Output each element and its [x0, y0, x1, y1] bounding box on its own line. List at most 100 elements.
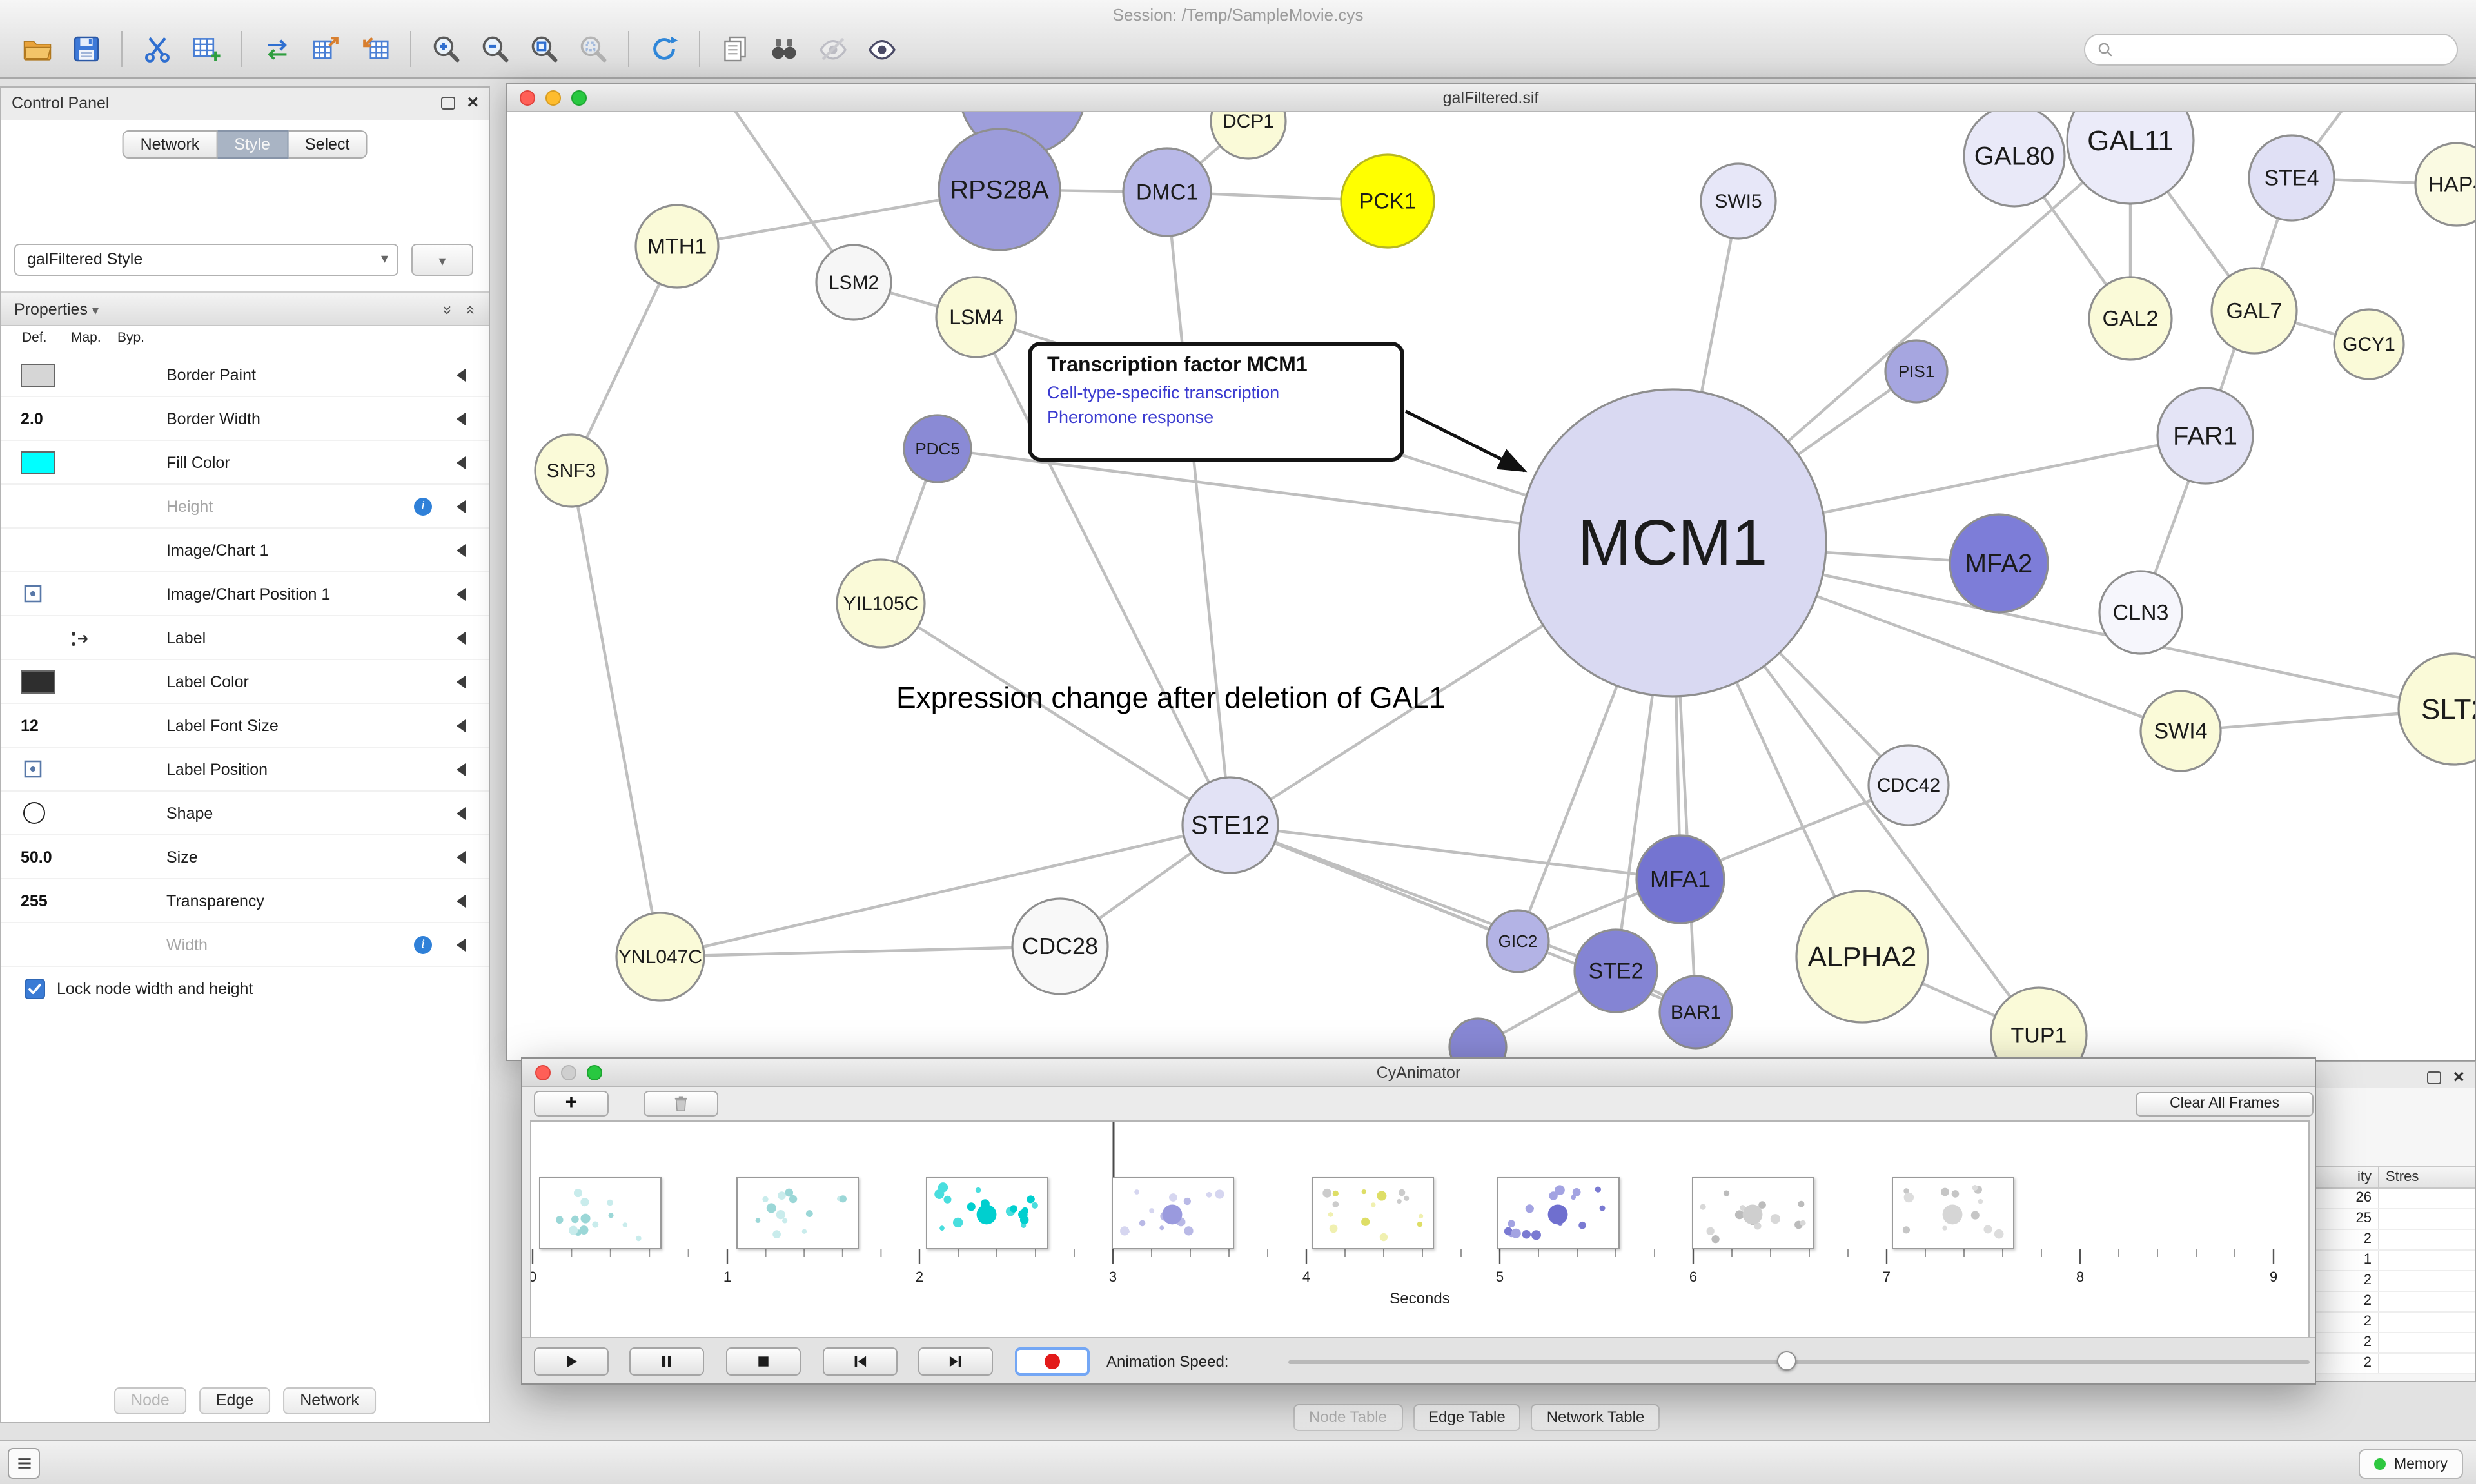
- network-node-ste4[interactable]: [2248, 134, 2335, 222]
- slider-thumb[interactable]: [1777, 1351, 1796, 1371]
- tab-select[interactable]: Select: [288, 130, 368, 159]
- record-button[interactable]: [1015, 1347, 1090, 1376]
- float-panel-icon[interactable]: [2427, 1071, 2442, 1084]
- network-node-gal2[interactable]: [2088, 276, 2173, 361]
- property-row-label-color[interactable]: Label Color: [1, 660, 489, 704]
- table-row[interactable]: 1: [2297, 1251, 2475, 1271]
- default-value[interactable]: 12: [21, 717, 39, 735]
- network-node-far1[interactable]: [2156, 387, 2254, 485]
- add-frame-button[interactable]: +: [534, 1091, 609, 1117]
- network-node-rps28a[interactable]: [938, 128, 1061, 251]
- expand-arrow-icon[interactable]: [457, 895, 466, 908]
- expand-arrow-icon[interactable]: [457, 763, 466, 776]
- zoom-selected-icon[interactable]: [574, 30, 613, 68]
- table-row[interactable]: 2: [2297, 1313, 2475, 1333]
- stop-button[interactable]: [726, 1347, 801, 1376]
- property-row-label[interactable]: Label: [1, 616, 489, 660]
- memory-button[interactable]: Memory: [2359, 1449, 2463, 1479]
- info-icon[interactable]: i: [414, 498, 432, 516]
- frame-thumbnail-7[interactable]: [1692, 1177, 1814, 1249]
- import-table-icon[interactable]: [187, 30, 226, 68]
- ellipse-shape-icon[interactable]: [23, 802, 45, 824]
- network-node-gal7[interactable]: [2210, 267, 2298, 355]
- column-header[interactable]: ity: [2297, 1167, 2379, 1187]
- animation-speed-slider[interactable]: [1288, 1338, 2310, 1385]
- network-window-titlebar[interactable]: galFiltered.sif: [507, 84, 2475, 112]
- table-row[interactable]: 2: [2297, 1292, 2475, 1313]
- export-table-icon[interactable]: [356, 30, 395, 68]
- network-node-yil105c[interactable]: [836, 558, 926, 649]
- refresh-icon[interactable]: [645, 30, 683, 68]
- minimize-button[interactable]: [545, 90, 561, 106]
- property-row-label-position[interactable]: Label Position: [1, 748, 489, 792]
- tab-node-style[interactable]: Node: [114, 1387, 186, 1414]
- tab-network[interactable]: Network: [122, 130, 218, 159]
- expand-arrow-icon[interactable]: [457, 851, 466, 864]
- expand-arrow-icon[interactable]: [457, 369, 466, 382]
- style-selector[interactable]: galFiltered Style ▾: [14, 244, 398, 276]
- timeline-panel[interactable]: 0123456789 Seconds: [530, 1120, 2310, 1342]
- network-node-mfa1[interactable]: [1635, 834, 1725, 924]
- tab-network-table[interactable]: Network Table: [1531, 1404, 1660, 1431]
- open-session-icon[interactable]: [18, 30, 57, 68]
- tab-node-table[interactable]: Node Table: [1293, 1404, 1402, 1431]
- property-row-border-paint[interactable]: Border Paint: [1, 353, 489, 397]
- network-node-mfa2[interactable]: [1949, 513, 2049, 614]
- network-node-node1[interactable]: [1448, 1017, 1508, 1060]
- network-node-pis1[interactable]: [1884, 339, 1949, 404]
- save-session-icon[interactable]: [67, 30, 106, 68]
- table-row[interactable]: 2: [2297, 1230, 2475, 1251]
- hide-selected-icon[interactable]: [814, 30, 852, 68]
- annotations-icon[interactable]: [716, 30, 754, 68]
- frame-thumbnail-3[interactable]: [926, 1177, 1048, 1249]
- expand-arrow-icon[interactable]: [457, 544, 466, 557]
- zoom-button[interactable]: [587, 1065, 602, 1080]
- zoom-fit-icon[interactable]: [525, 30, 564, 68]
- expand-arrow-icon[interactable]: [457, 632, 466, 645]
- network-node-pck1[interactable]: [1340, 153, 1435, 249]
- property-row-fill-color[interactable]: Fill Color: [1, 441, 489, 485]
- position-icon[interactable]: [23, 584, 43, 610]
- close-panel-icon[interactable]: ×: [2453, 1066, 2464, 1088]
- tab-edge-style[interactable]: Edge: [199, 1387, 271, 1414]
- network-node-swi5[interactable]: [1700, 162, 1777, 240]
- default-value[interactable]: 255: [21, 892, 48, 910]
- default-value[interactable]: 50.0: [21, 848, 52, 866]
- zoom-in-icon[interactable]: [427, 30, 466, 68]
- show-all-icon[interactable]: [863, 30, 901, 68]
- network-node-cln3[interactable]: [2098, 570, 2183, 655]
- table-row[interactable]: 26: [2297, 1189, 2475, 1209]
- network-node-gal80[interactable]: [1963, 112, 2066, 208]
- frame-thumbnail-4[interactable]: [1112, 1177, 1234, 1249]
- import-network-icon[interactable]: [138, 30, 177, 68]
- frame-thumbnail-6[interactable]: [1497, 1177, 1620, 1249]
- annotation-link[interactable]: Pheromone response: [1047, 407, 1214, 427]
- frame-thumbnail-8[interactable]: [1892, 1177, 2014, 1249]
- position-icon[interactable]: [23, 759, 43, 785]
- new-network-icon[interactable]: [258, 30, 297, 68]
- network-node-gcy1[interactable]: [2333, 308, 2405, 380]
- tab-edge-table[interactable]: Edge Table: [1413, 1404, 1521, 1431]
- network-node-gal11[interactable]: [2066, 112, 2195, 205]
- network-node-pdc5[interactable]: [903, 414, 972, 483]
- table-row[interactable]: 2: [2297, 1333, 2475, 1354]
- next-frame-button[interactable]: [918, 1347, 993, 1376]
- table-row[interactable]: 2: [2297, 1271, 2475, 1292]
- mapping-icon[interactable]: [70, 629, 93, 655]
- network-node-dmc1[interactable]: [1122, 147, 1212, 237]
- network-node-slt2[interactable]: [2397, 652, 2475, 766]
- export-network-icon[interactable]: [307, 30, 346, 68]
- zoom-out-icon[interactable]: [476, 30, 515, 68]
- property-row-shape[interactable]: Shape: [1, 792, 489, 835]
- lock-size-checkbox[interactable]: [25, 979, 45, 999]
- expand-arrow-icon[interactable]: [457, 500, 466, 513]
- expand-arrow-icon[interactable]: [457, 676, 466, 688]
- expand-all-icon[interactable]: »: [438, 305, 458, 315]
- pause-button[interactable]: [629, 1347, 704, 1376]
- close-button[interactable]: [520, 90, 535, 106]
- network-node-lsm2[interactable]: [815, 244, 892, 321]
